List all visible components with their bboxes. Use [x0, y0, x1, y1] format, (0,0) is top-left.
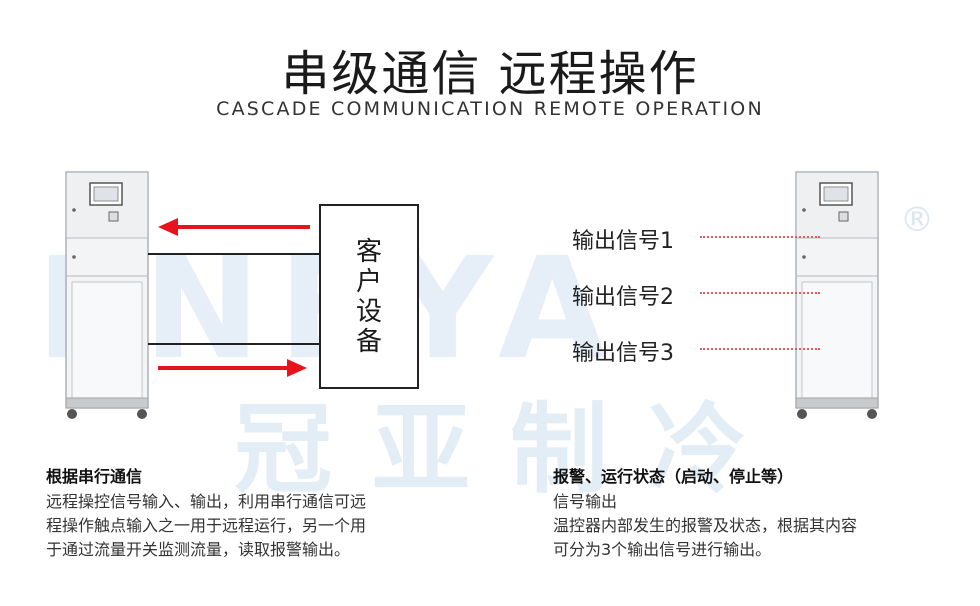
- right-block-text: 信号输出 温控器内部发生的报警及状态，根据其内容 可分为3个输出信号进行输出。: [553, 490, 963, 562]
- output-signal-3-label: 输出信号3: [572, 341, 674, 366]
- client-device-label: 客户设备: [355, 236, 382, 357]
- output-signal-1-line: [700, 236, 820, 238]
- output-signal-1-label: 输出信号1: [572, 229, 674, 254]
- left-block-line-3: 于通过流量开关监测流量，读取报警输出。: [46, 540, 351, 559]
- right-block-line-2: 温控器内部发生的报警及状态，根据其内容: [553, 516, 858, 535]
- right-block-title: 报警、运行状态（启动、停止等）: [553, 467, 794, 486]
- page-subtitle: CASCADE COMMUNICATION REMOTE OPERATION: [216, 98, 764, 120]
- right-block-line-1: 信号输出: [553, 492, 618, 511]
- left-block-text: 远程操控信号输入、输出，利用串行通信可远 程操作触点输入之一用于远程运行，另一个…: [46, 490, 466, 562]
- page-title: 串级通信 远程操作: [281, 46, 699, 102]
- output-signal-2-line: [700, 292, 820, 294]
- left-block-line-2: 程操作触点输入之一用于远程运行，另一个用: [46, 516, 367, 535]
- output-signal-3-line: [700, 348, 820, 350]
- left-block-line-1: 远程操控信号输入、输出，利用串行通信可远: [46, 492, 367, 511]
- client-device-box: 客户设备: [319, 204, 419, 389]
- right-machine: [795, 171, 879, 419]
- arrow-to-client: [158, 359, 307, 377]
- output-signal-2-label: 输出信号2: [572, 285, 674, 310]
- left-machine: [65, 171, 149, 419]
- arrow-to-machine: [158, 218, 310, 236]
- right-block-line-3: 可分为3个输出信号进行输出。: [553, 540, 772, 559]
- left-block-title: 根据串行通信: [46, 467, 143, 486]
